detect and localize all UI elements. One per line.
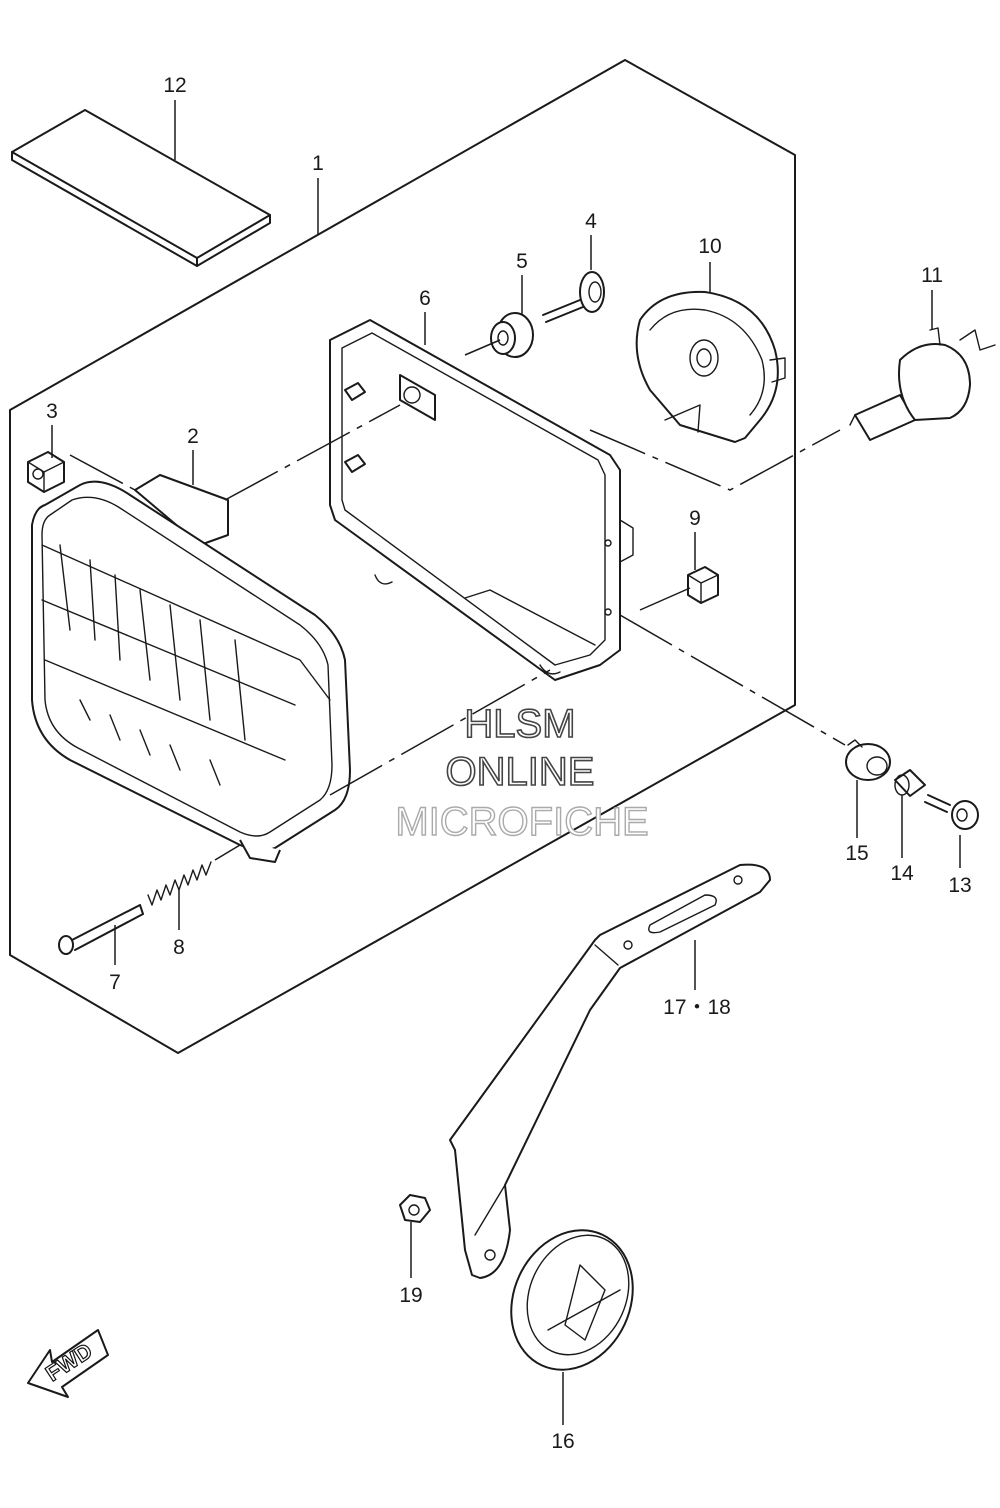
align-line-headlamp-rim xyxy=(224,404,401,501)
nut-19 xyxy=(399,1194,431,1223)
clip-nut-9 xyxy=(687,566,719,604)
callout-16: 16 xyxy=(551,1430,574,1453)
align-line-clip xyxy=(639,587,691,611)
callout-2: 2 xyxy=(187,425,199,448)
reflector xyxy=(510,1229,634,1371)
callout-8: 8 xyxy=(173,936,185,959)
callout-7: 7 xyxy=(109,971,121,994)
callout-1: 1 xyxy=(312,152,324,175)
align-line-lower xyxy=(329,669,551,796)
align-line-spring xyxy=(214,844,241,861)
headlamp-unit xyxy=(31,474,351,863)
callout-5: 5 xyxy=(516,250,528,273)
grommet xyxy=(490,312,534,358)
align-line-rim-grommet xyxy=(464,339,501,356)
spacer-14 xyxy=(894,769,926,797)
callout-13: 13 xyxy=(948,874,971,897)
align-line-collar xyxy=(619,614,846,746)
align-line-socket xyxy=(589,429,841,491)
align-line-clip3 xyxy=(69,454,136,491)
label-plate xyxy=(11,109,271,267)
headlamp-bracket xyxy=(449,863,771,1279)
bolt-4 xyxy=(542,271,605,323)
callout-12: 12 xyxy=(163,74,186,97)
watermark-line1: HLSM xyxy=(464,702,575,746)
callout-19: 19 xyxy=(399,1284,422,1307)
callout-15: 15 xyxy=(845,842,868,865)
collar-15 xyxy=(845,739,891,781)
leader-lines xyxy=(51,100,961,1425)
callout-14: 14 xyxy=(890,862,914,885)
bolt-13 xyxy=(924,794,979,830)
assembly-box-outline xyxy=(9,59,796,1054)
callout-17-18: 17・18 xyxy=(663,996,731,1019)
callout-3: 3 xyxy=(46,400,58,423)
watermark-line2: ONLINE xyxy=(446,750,595,794)
callout-6: 6 xyxy=(419,287,431,310)
adjust-screw xyxy=(58,904,144,955)
callout-4: 4 xyxy=(585,210,597,233)
socket-cover xyxy=(635,290,786,443)
callout-9: 9 xyxy=(689,507,701,530)
watermark-line3: MICROFICHE xyxy=(395,800,648,844)
fwd-arrow: FWD xyxy=(27,1329,109,1398)
halogen-bulb xyxy=(849,327,996,441)
callout-10: 10 xyxy=(698,235,721,258)
headlamp-rim xyxy=(329,319,634,681)
callout-11: 11 xyxy=(921,264,943,287)
clip-nut-3 xyxy=(27,451,65,493)
